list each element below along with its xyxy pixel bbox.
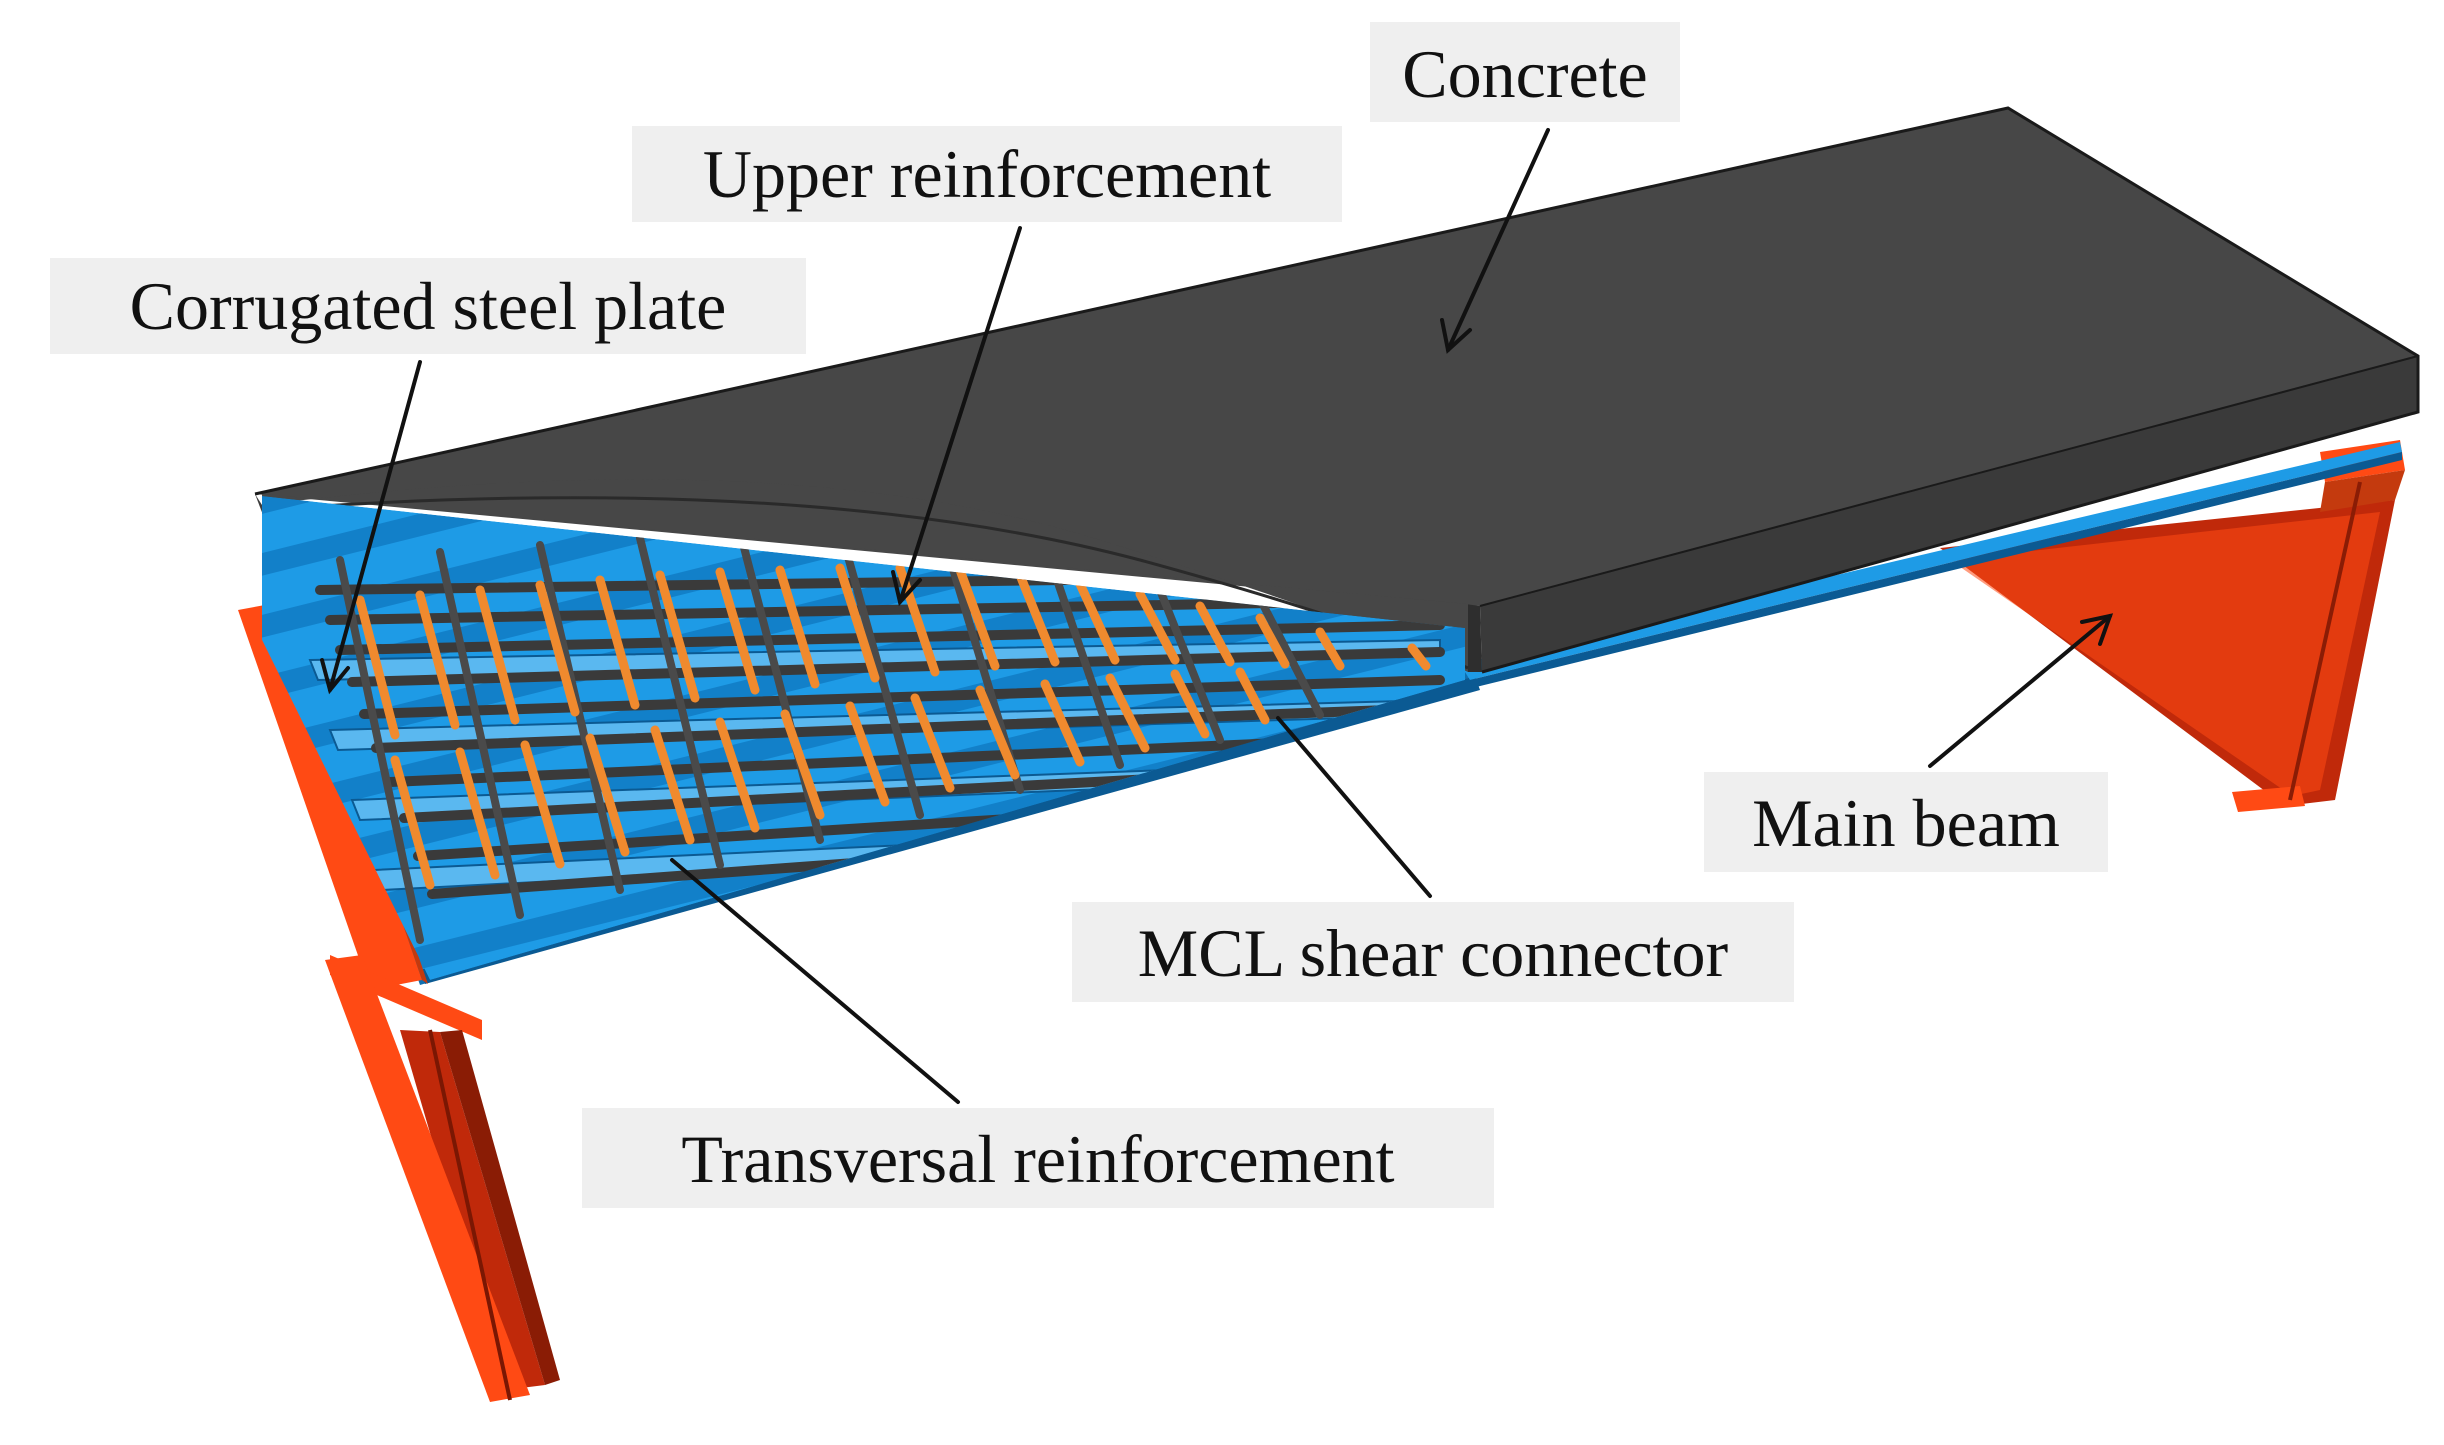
- label-main-beam-text: Main beam: [1752, 785, 2060, 861]
- leader-transversal-reinforcement: [670, 858, 960, 1104]
- arrowhead-corrugated-steel-plate: [320, 658, 350, 695]
- connector-stub: [1407, 643, 1431, 671]
- arrowhead-concrete: [1440, 318, 1472, 354]
- label-concrete: Concrete: [1370, 22, 1680, 122]
- label-corrugated-steel-plate: Corrugated steel plate: [50, 258, 806, 354]
- label-transversal-reinforcement-text: Transversal reinforcement: [681, 1121, 1394, 1197]
- leader-concrete: [1446, 128, 1550, 352]
- label-corrugated-steel-plate-text: Corrugated steel plate: [130, 268, 727, 344]
- label-transversal-reinforcement: Transversal reinforcement: [582, 1108, 1494, 1208]
- label-background: [1072, 902, 1794, 1002]
- label-background: [632, 126, 1342, 222]
- main-beam-right: [1940, 440, 2405, 812]
- leader-mcl-shear-connector: [1276, 716, 1432, 898]
- label-mcl-shear-connector: MCL shear connector: [1072, 902, 1794, 1002]
- leader-main-beam: [1928, 614, 2112, 768]
- label-concrete-text: Concrete: [1402, 36, 1647, 112]
- leader-corrugated-steel-plate: [328, 360, 422, 692]
- label-background: [582, 1108, 1494, 1208]
- arrowhead-upper-reinforcement: [891, 570, 922, 607]
- leader-upper-reinforcement: [898, 226, 1022, 604]
- label-background: [1704, 772, 2108, 872]
- label-upper-reinforcement: Upper reinforcement: [632, 126, 1342, 222]
- label-main-beam: Main beam: [1704, 772, 2108, 872]
- arrowhead-main-beam: [2080, 613, 2114, 646]
- label-background: [50, 258, 806, 354]
- leader-lines: [320, 128, 2114, 1104]
- label-background: [1370, 22, 1680, 122]
- transversal-reinforcement: [355, 563, 1345, 890]
- label-upper-reinforcement-text: Upper reinforcement: [703, 136, 1271, 212]
- label-mcl-shear-connector-text: MCL shear connector: [1138, 915, 1729, 991]
